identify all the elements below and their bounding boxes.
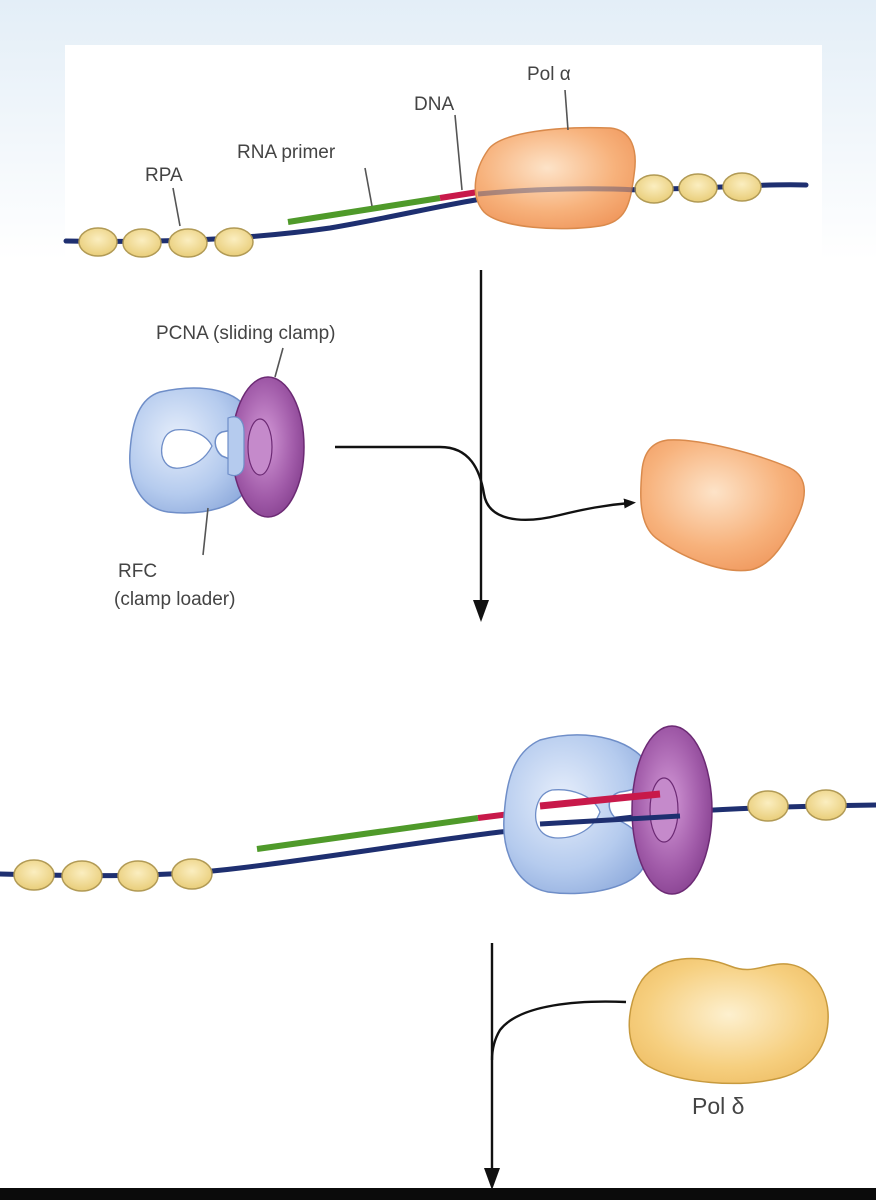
rna-primer-label: RNA primer: [237, 142, 336, 163]
panel-bottom-clamp-on-dna: [0, 725, 876, 895]
pol-alpha-label: Pol α: [527, 64, 571, 85]
rpa-bead: [747, 790, 789, 822]
pol-alpha-leader-line: [564, 89, 569, 131]
rpa-bead: [214, 227, 254, 257]
pcna-inner-ring: [247, 418, 273, 476]
rpa-beads-bottom-left: [13, 858, 213, 892]
rfc-sublabel: (clamp loader): [114, 589, 235, 610]
rpa-bead: [171, 858, 213, 890]
rpa-bead: [78, 227, 118, 257]
rpa-beads-left: [78, 227, 254, 258]
pol-alpha-shape: [474, 126, 636, 230]
rpa-leader-line: [172, 187, 181, 227]
panel-middle-clamp-loading: PCNA (sliding clamp) RFC (clamp loader): [114, 270, 805, 622]
rpa-bead: [805, 789, 847, 821]
rpa-bead: [13, 859, 55, 891]
dna-leader-line: [454, 114, 463, 191]
pol-delta-shape: [628, 957, 829, 1085]
pcna-label: PCNA (sliding clamp): [156, 323, 336, 344]
dna-segment-top: [439, 189, 479, 201]
rpa-bead: [168, 228, 208, 258]
dna-through-pol-alpha: [477, 186, 637, 197]
rpa-bead: [678, 173, 718, 203]
rpa-label: RPA: [145, 165, 183, 186]
rna-primer-top: [287, 195, 441, 225]
rna-primer-bottom: [256, 815, 479, 852]
dna-strand-through-clamp: [539, 813, 681, 827]
step-arrow-2-head: [484, 1168, 500, 1190]
rna-primer-leader-line: [364, 167, 373, 207]
rfc-inner-opening: [160, 428, 213, 469]
pol-delta-label: Pol δ: [692, 1093, 744, 1119]
bottom-bar: [0, 1188, 876, 1200]
rpa-bead: [634, 174, 674, 204]
dna-strand-bottom: [0, 802, 876, 879]
panel-lowest-pol-delta-binding: Pol δ: [484, 943, 829, 1190]
rpa-bead: [61, 860, 103, 892]
rfc-pcna-contact: [227, 416, 245, 477]
rpa-bead: [117, 860, 159, 892]
dna-label: DNA: [414, 94, 454, 115]
released-pol-alpha-shape: [639, 439, 805, 572]
step-arrow-1-head: [473, 600, 489, 622]
dna-segment-through-clamp: [539, 790, 661, 810]
pol-delta-join-line: [490, 1000, 627, 1061]
pcna-leader-line: [274, 347, 284, 378]
rpa-bead: [722, 172, 762, 202]
rpa-beads-bottom-right: [747, 789, 847, 822]
pcna-on-dna-inner: [649, 777, 679, 843]
rfc-leader-line: [202, 507, 209, 556]
rfc-label: RFC: [118, 561, 157, 582]
panel-top-pol-alpha-priming: RPA RNA primer DNA Pol α: [63, 64, 809, 258]
rpa-bead: [122, 228, 162, 258]
rpa-beads-right: [634, 172, 762, 204]
release-arrow: [335, 445, 636, 521]
